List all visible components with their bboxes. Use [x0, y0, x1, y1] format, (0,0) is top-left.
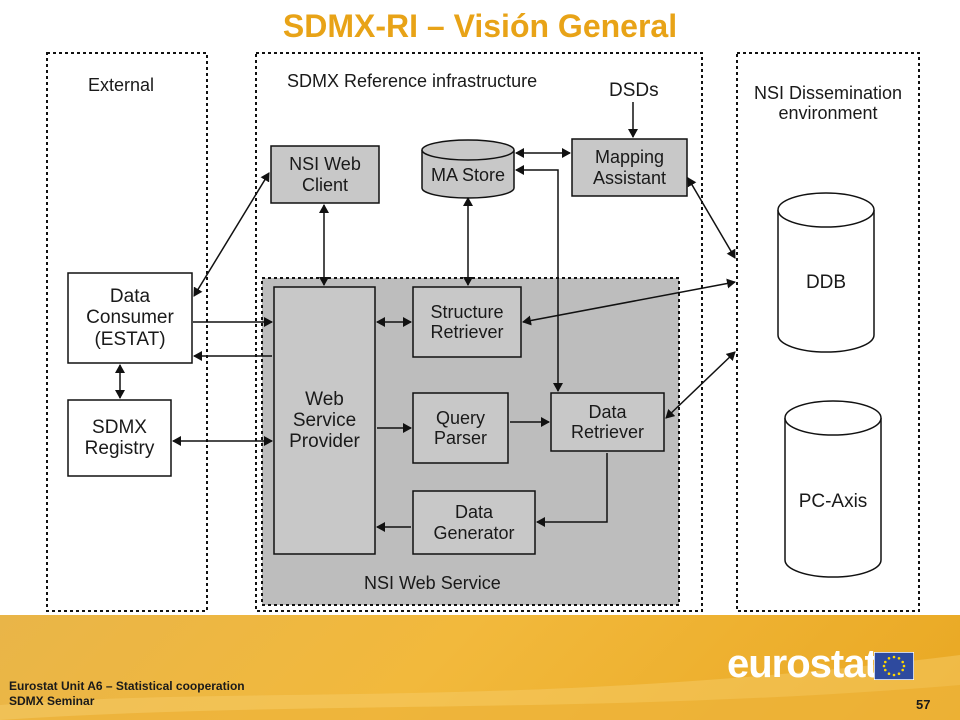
data-retriever-box: [550, 392, 665, 452]
nsi-environment-label: NSI Dissemination environment: [753, 82, 903, 123]
eu-flag-icon: [874, 652, 914, 680]
nsi-web-client-label: NSI Web Client: [289, 154, 361, 195]
web-service-provider-label: Web Service Provider: [289, 388, 360, 453]
slide-title: SDMX-RI – Visión General: [282, 8, 678, 44]
footer-band: [0, 615, 960, 720]
data-generator-label: Data Generator: [433, 502, 515, 543]
arrow-structure-ddb: [522, 278, 736, 326]
data-consumer-label: Data Consumer (ESTAT): [86, 286, 174, 350]
sdmx-registry-label: SDMX Registry: [84, 416, 155, 459]
dsds-label: DSDs: [609, 80, 659, 101]
pc-axis-cylinder: [784, 400, 882, 578]
mapping-assistant-box: [571, 138, 688, 197]
arrow-retriever-nsi: [665, 351, 736, 419]
nsi-web-client-box: [270, 145, 380, 204]
footer-swoosh: [0, 655, 960, 720]
mapping-assistant-label: Mapping Assistant: [592, 147, 667, 188]
footer-line-1: Eurostat Unit A6 – Statistical cooperati…: [9, 679, 245, 693]
query-parser-box: [412, 392, 509, 464]
ma-store-label: MA Store: [430, 164, 506, 185]
footer-line-2: SDMX Seminar: [9, 694, 95, 708]
reference-infrastructure-label: SDMX Reference infrastructure: [287, 71, 538, 91]
arrow-mapping-nsi: [687, 177, 736, 259]
data-retriever-label: Data Retriever: [570, 401, 645, 442]
page-number: 57: [916, 697, 931, 712]
structure-retriever-box: [412, 286, 522, 358]
arrow-webclient-consumer: [193, 172, 270, 297]
sdmx-registry-box: [67, 399, 172, 477]
external-label: External: [88, 75, 155, 95]
structure-retriever-label: Structure Retriever: [430, 301, 504, 342]
arrow-retriever-generator: [536, 453, 608, 527]
nsi-web-service-label: NSI Web Service: [364, 573, 501, 593]
data-consumer-box: [67, 272, 193, 364]
eurostat-logo: eurostat: [727, 642, 878, 686]
ddb-cylinder: [777, 192, 875, 353]
data-generator-box: [412, 490, 536, 555]
ma-store-cylinder: [421, 139, 515, 199]
ddb-label: DDB: [805, 272, 847, 294]
pc-axis-label: PC-Axis: [798, 491, 868, 513]
web-service-provider-box: [273, 286, 376, 555]
query-parser-label: Query Parser: [434, 407, 488, 448]
footer-text: Eurostat Unit A6 – Statistical cooperati…: [9, 679, 245, 709]
